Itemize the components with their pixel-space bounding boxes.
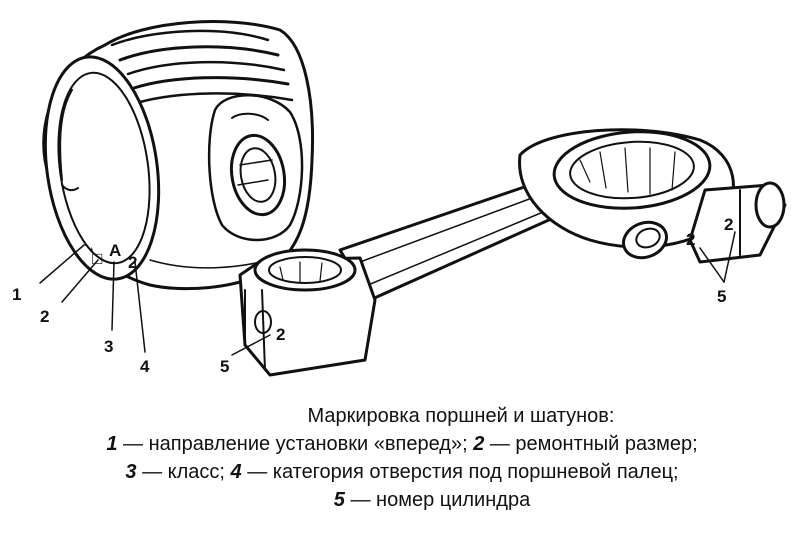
piston-class-mark: A [109, 241, 121, 260]
caption-line-1: 1 — направление установки «вперед»; 2 — … [0, 430, 804, 458]
callout-5-small-end: 5 [220, 357, 229, 376]
caption-text-4: — категория отверстия под поршневой пале… [241, 461, 679, 483]
callout-3: 3 [104, 337, 113, 356]
caption-title: Маркировка поршней и шатунов: [307, 405, 615, 427]
caption-text-5: — номер цилиндра [344, 489, 531, 511]
caption-num-5: 5 [333, 489, 345, 511]
piston-and-rod-illustration: → □ A 2 2 2 2 1 2 3 4 5 5 [12, 20, 787, 377]
caption-line-2: 3 — класс; 4 — категория отверстия под п… [0, 458, 804, 486]
rod-markings: 2 2 2 [276, 215, 733, 344]
callout-1: 1 [12, 285, 21, 304]
callouts: 1 2 3 4 5 5 [12, 285, 726, 376]
piston-category-mark: 2 [128, 253, 137, 272]
caption-text-3: — класс; [136, 461, 231, 483]
caption-num-4: 4 [230, 461, 242, 483]
caption-text-2: — ремонтный размер; [484, 433, 698, 455]
rod-small-end-mark: 2 [276, 325, 285, 344]
piston-square-mark: □ [92, 249, 102, 268]
callout-4: 4 [140, 357, 150, 376]
connecting-rod [238, 128, 787, 377]
caption-num-1: 1 [106, 433, 118, 455]
callout-5-big-end: 5 [717, 287, 726, 306]
leader-lines [39, 231, 736, 356]
callout-2: 2 [40, 307, 49, 326]
caption-num-2: 2 [473, 433, 485, 455]
caption-text-1: — направление установки «вперед»; [117, 433, 474, 455]
figure-caption: Маркировка поршней и шатунов: 1 — направ… [0, 402, 804, 514]
rod-big-end-mark: 2 [686, 230, 695, 249]
rod-cap-mark: 2 [724, 215, 733, 234]
caption-line-3: 5 — номер цилиндра [0, 486, 804, 514]
piston [42, 20, 314, 291]
caption-num-3: 3 [125, 461, 137, 483]
